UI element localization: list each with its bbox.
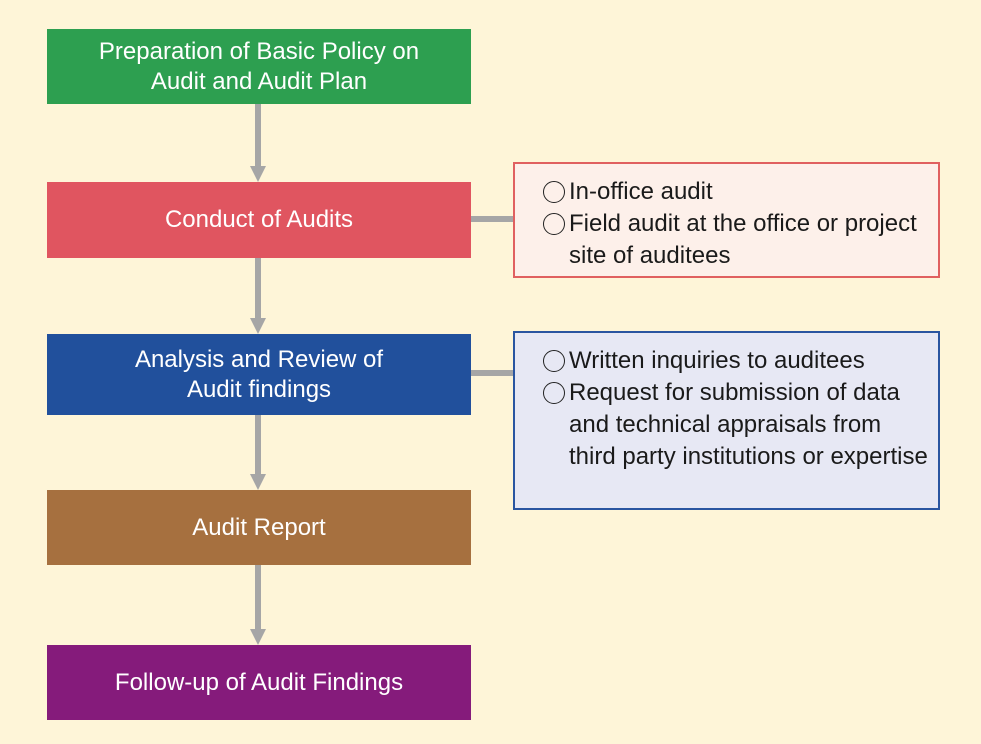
note-item-text: Request for submission of data and techn… [569, 379, 928, 470]
step-preparation-label: Preparation of Basic Policy on Audit and… [98, 37, 420, 95]
step-preparation: Preparation of Basic Policy on Audit and… [47, 29, 471, 104]
note-item-text: Field audit at the office or project sit… [569, 210, 917, 269]
flow-arrow-4 [250, 565, 266, 645]
note-item-text: Written inquiries to auditees [569, 347, 865, 374]
list-item: Request for submission of data and techn… [543, 377, 928, 473]
flow-arrow-3 [250, 415, 266, 490]
circle-bullet-icon [543, 350, 565, 372]
note-audit-methods: In-office audit Field audit at the offic… [513, 162, 940, 278]
circle-bullet-icon [543, 382, 565, 404]
step-follow-up-label: Follow-up of Audit Findings [114, 668, 404, 696]
list-item: Field audit at the office or project sit… [543, 208, 928, 272]
note-analysis-methods: Written inquiries to auditees Request fo… [513, 331, 940, 510]
circle-bullet-icon [543, 213, 565, 235]
list-item: In-office audit [543, 176, 928, 208]
circle-bullet-icon [543, 181, 565, 203]
step-report-label: Audit Report [192, 513, 326, 541]
flow-arrow-2 [250, 258, 266, 334]
step-analysis-label: Analysis and Review of Audit findings [134, 345, 384, 403]
step-report: Audit Report [47, 490, 471, 565]
note-item-text: In-office audit [569, 178, 713, 205]
step-analysis: Analysis and Review of Audit findings [47, 334, 471, 415]
step-follow-up: Follow-up of Audit Findings [47, 645, 471, 720]
step-conduct-label: Conduct of Audits [164, 206, 354, 233]
step-conduct: Conduct of Audits [47, 182, 471, 258]
flow-arrow-1 [250, 104, 266, 182]
list-item: Written inquiries to auditees [543, 345, 928, 377]
